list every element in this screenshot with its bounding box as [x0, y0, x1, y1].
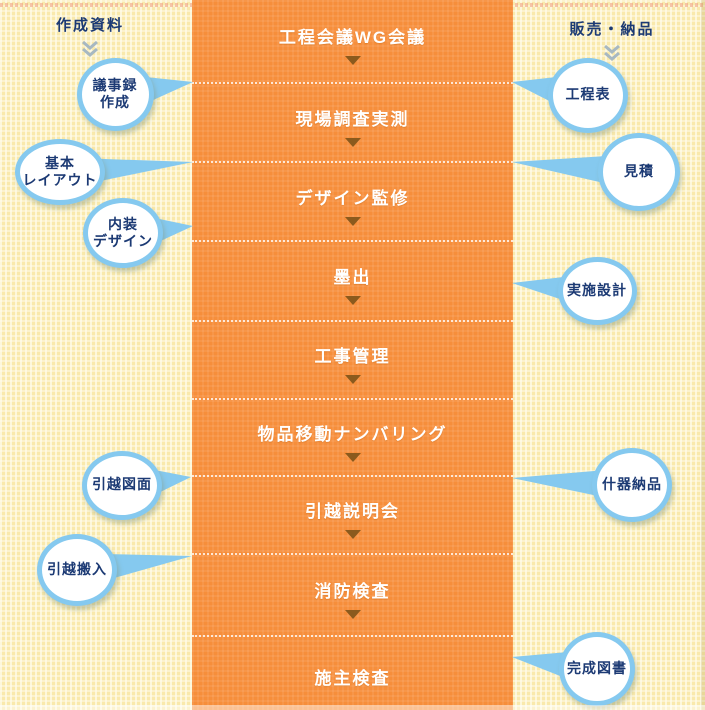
arrow-down-icon — [344, 296, 361, 305]
process-step-label: 物品移動ナンバリング — [257, 424, 448, 444]
process-step: 消防検査 — [192, 553, 513, 635]
callout-bubble-label: 完成図書 — [567, 660, 627, 677]
callout-bubble-label: 基本 — [45, 154, 75, 171]
callout-bubble-juki-nohin: 什器納品 — [592, 448, 672, 522]
arrow-down-icon — [344, 216, 361, 226]
left-header-label: 作成資料 — [55, 17, 124, 34]
process-step: 引越説明会 — [192, 475, 513, 553]
callout-bubble-label: 什器納品 — [602, 476, 662, 493]
arrow-down-icon — [344, 610, 361, 619]
callout-bubble-koteihyo: 工程表 — [548, 57, 628, 133]
callout-tail — [512, 470, 599, 496]
double-chevron-down-icon — [82, 41, 98, 57]
process-step-label: 工事管理 — [314, 347, 391, 366]
right-column-header: 販売・納品 — [552, 18, 672, 61]
callout-bubble-label: 実施設計 — [567, 282, 627, 299]
process-step-label: 現場調査実測 — [295, 109, 410, 129]
left-column-header: 作成資料 — [30, 14, 150, 57]
process-step-label: デザイン監修 — [295, 188, 410, 208]
callout-tail — [512, 276, 565, 300]
right-edge-shade — [701, 0, 705, 710]
arrow-down-icon — [344, 137, 361, 147]
callout-bubble-kihon-layout: 基本レイアウト — [15, 139, 105, 205]
callout-tail — [97, 158, 193, 181]
process-step: 物品移動ナンバリング — [192, 398, 513, 475]
process-step-label: 引越説明会 — [305, 502, 400, 521]
callout-bubble-gijiroku-sakusei: 議事録作成 — [76, 57, 154, 131]
arrow-down-icon — [344, 375, 361, 384]
callout-bubble-label: 議事録 — [92, 76, 138, 93]
callout-bubble-label: 工程表 — [565, 86, 611, 103]
callout-bubble-label: レイアウト — [22, 172, 98, 188]
callout-bubble-label: 内装 — [108, 215, 138, 232]
bottom-edge-highlight — [0, 705, 705, 710]
callout-bubble-hikkoshi-zumen: 引越図面 — [82, 450, 162, 520]
process-flow-column: 工程会議WG会議現場調査実測デザイン監修墨出工事管理物品移動ナンバリング引越説明… — [192, 0, 513, 710]
callout-bubble-naiso-design: 内装デザイン — [83, 198, 163, 268]
callout-bubble-label: 引越搬入 — [47, 561, 107, 578]
arrow-down-icon — [344, 452, 361, 462]
callout-bubble-label: 見積 — [624, 163, 654, 180]
process-step-label: 墨出 — [333, 268, 372, 287]
right-header-label: 販売・納品 — [569, 21, 655, 38]
double-chevron-down-icon — [604, 45, 620, 61]
process-step: 工程会議WG会議 — [192, 0, 513, 82]
callout-bubble-mitsumori: 見積 — [598, 133, 680, 211]
callout-bubble-label: 作成 — [100, 94, 130, 110]
arrow-down-icon — [344, 56, 361, 65]
process-step-label: 施主検査 — [314, 669, 391, 688]
callout-bubble-label: デザイン — [93, 233, 153, 249]
process-step-label: 消防検査 — [314, 582, 391, 601]
process-step: デザイン監修 — [192, 161, 513, 240]
callout-bubble-jisshi-sekkei: 実施設計 — [557, 257, 637, 325]
arrow-down-icon — [344, 530, 361, 539]
callout-tail — [512, 156, 605, 183]
callout-bubble-kansei-tosho: 完成図書 — [559, 632, 635, 706]
callout-bubble-label: 引越図面 — [92, 476, 152, 493]
process-step: 施主検査 — [192, 635, 513, 710]
process-step: 工事管理 — [192, 320, 513, 398]
callout-tail — [109, 554, 192, 579]
process-step-label: 工程会議WG会議 — [278, 28, 427, 47]
process-step: 現場調査実測 — [192, 82, 513, 161]
process-step: 墨出 — [192, 240, 513, 320]
callout-bubble-hikkoshi-hannyu: 引越搬入 — [37, 534, 117, 606]
